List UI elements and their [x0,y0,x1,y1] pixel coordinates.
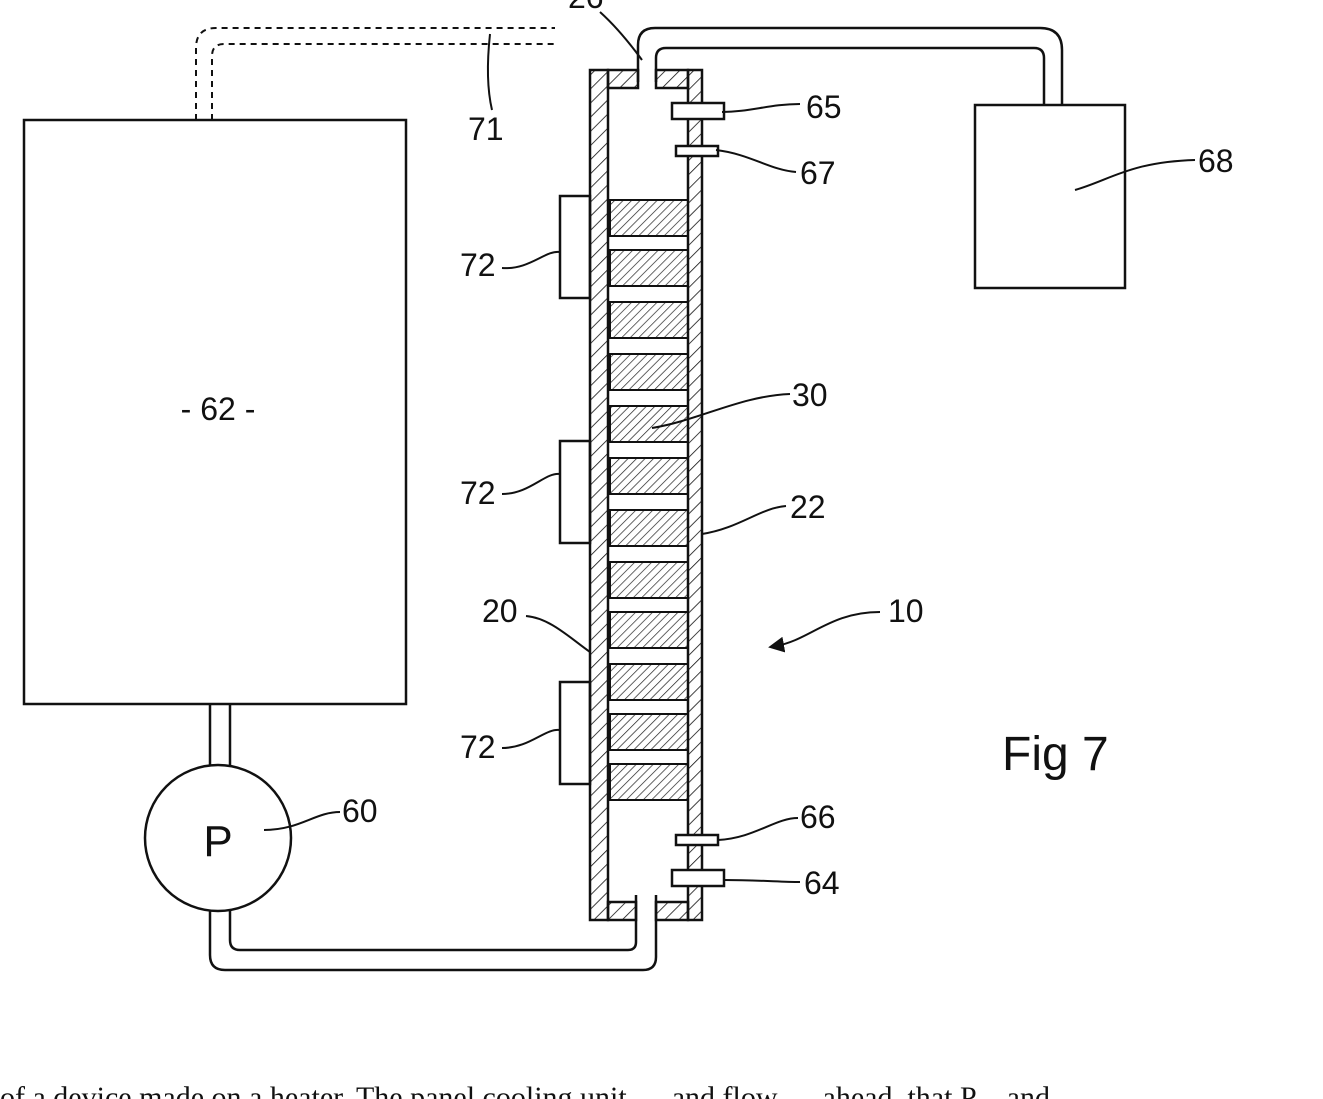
label-67: 67 [800,155,836,191]
sensor-66 [676,835,718,845]
label-72-bottom: 72 [460,729,496,765]
dashed-pipe-71 [196,28,555,120]
label-71: 71 [468,111,504,147]
label-72-top: 72 [460,247,496,283]
label-72-middle: 72 [460,475,496,511]
label-20: 20 [482,593,518,629]
label-22: 22 [790,489,826,525]
heaters-72 [560,196,590,784]
unit-68 [975,105,1125,288]
pipe-tank-to-pump [210,704,230,766]
label-10: 10 [888,593,924,629]
sensor-64 [672,870,724,886]
tank-label: - 62 - [181,391,256,427]
sensor-67 [676,146,718,156]
label-30: 30 [792,377,828,413]
label-65: 65 [806,89,842,125]
label-68: 68 [1198,143,1234,179]
label-64: 64 [804,865,840,901]
label-66: 66 [800,799,836,835]
figure-title: Fig 7 [1002,728,1109,781]
label-26: 26 [568,0,604,15]
cells-30 [610,200,688,800]
label-60: 60 [342,793,378,829]
caption-text: of a device made on a heater. The panel … [0,1078,1323,1099]
pump-symbol: P [203,817,232,866]
sensor-65 [672,103,724,119]
